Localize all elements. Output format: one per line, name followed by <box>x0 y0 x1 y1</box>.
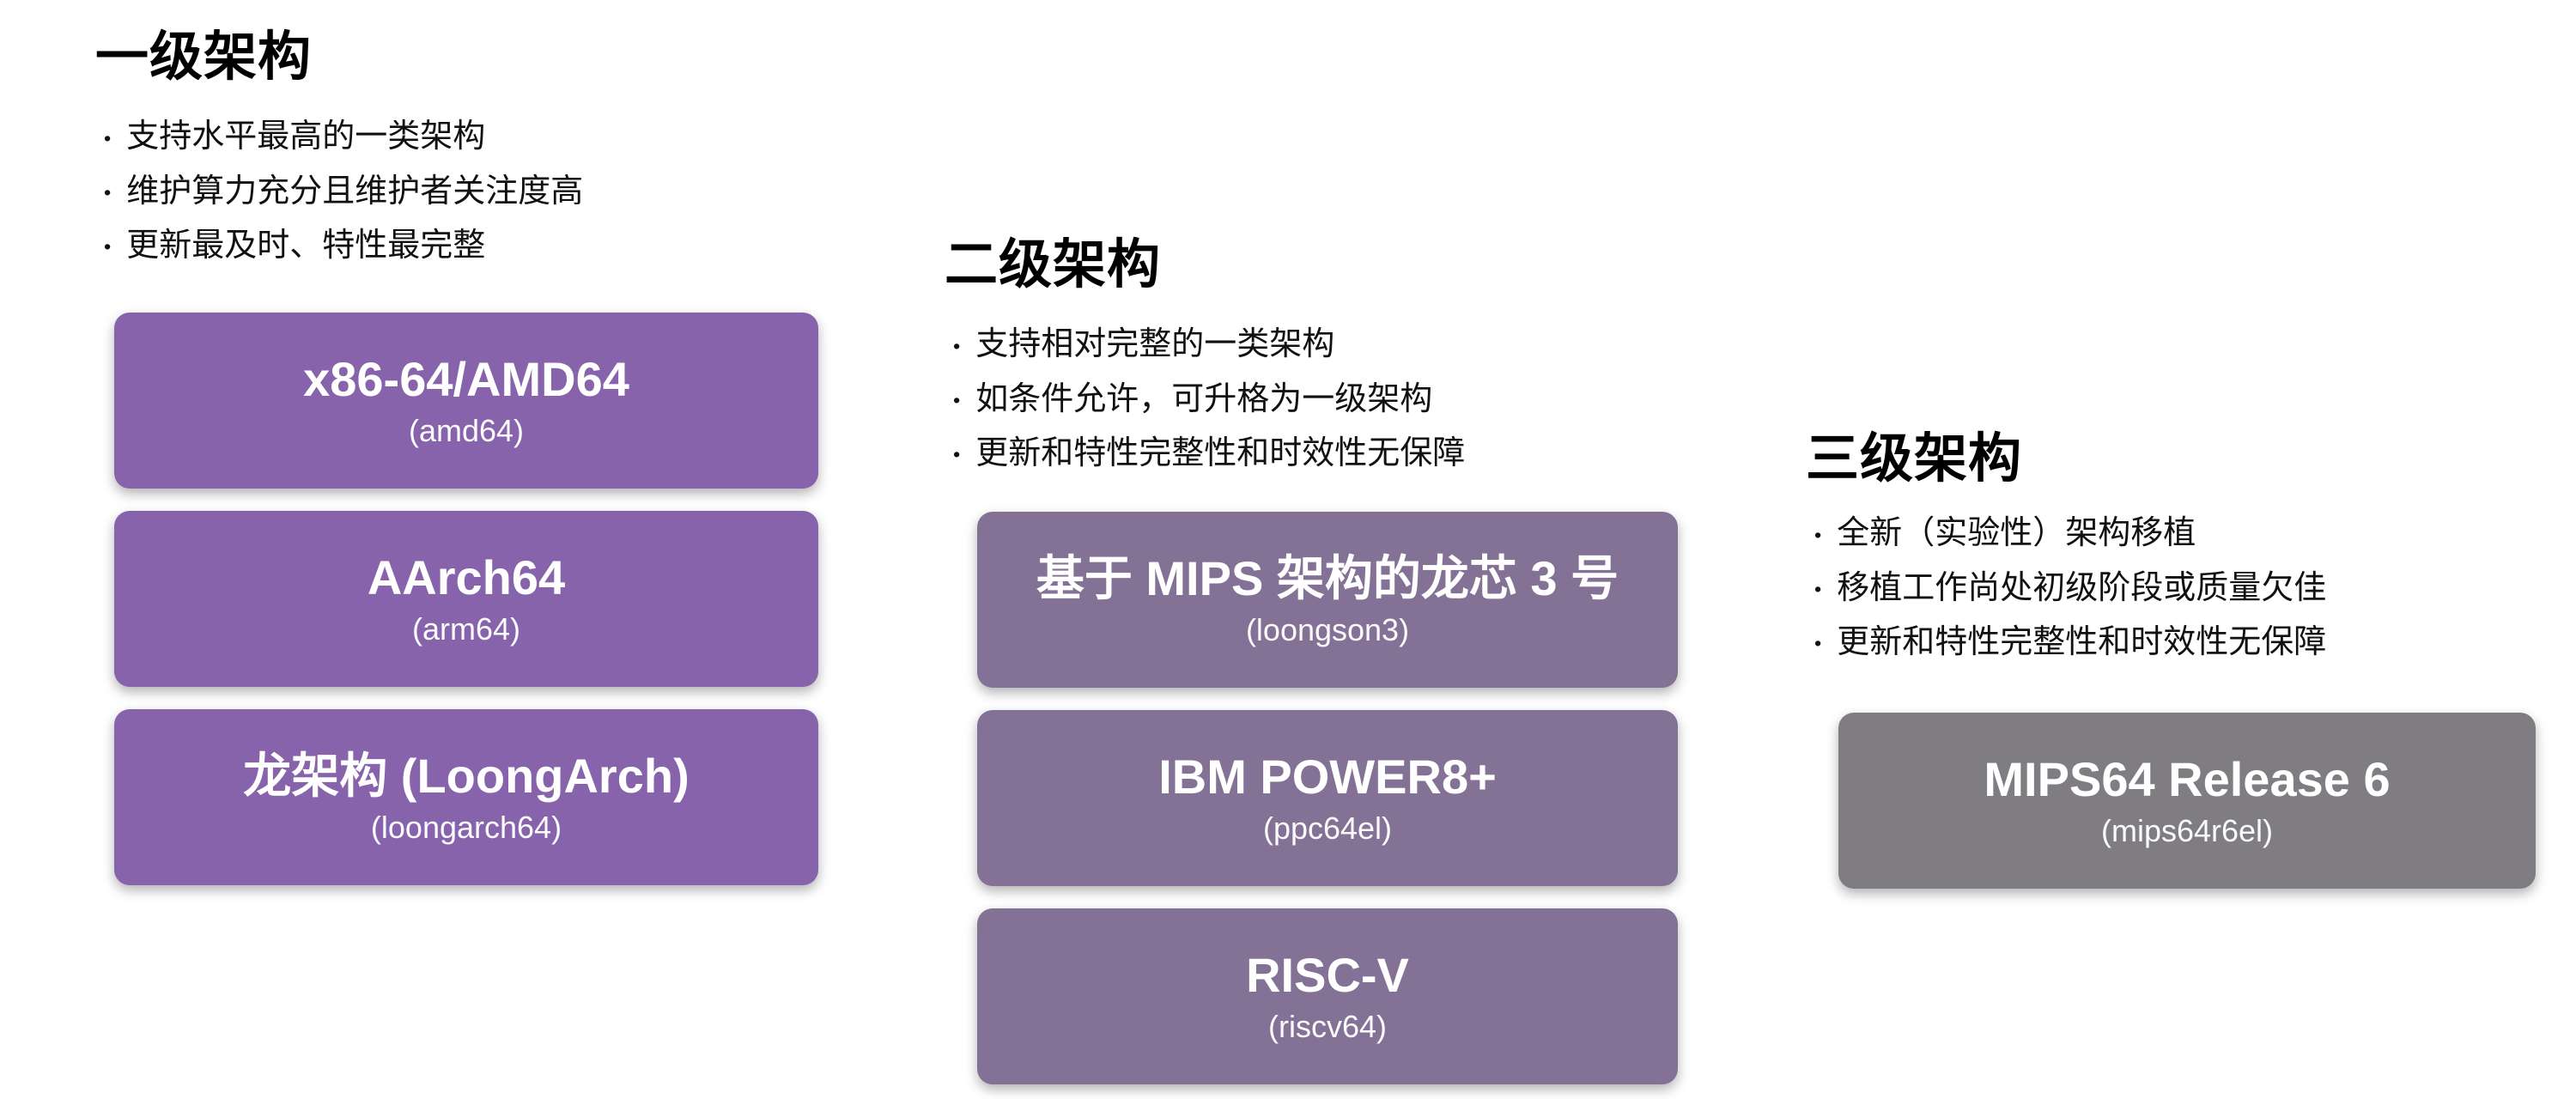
arch-name: AArch64 <box>367 550 566 605</box>
arch-code: (mips64r6el) <box>2100 812 2274 848</box>
tier-2-title: 二级架构 <box>945 235 1162 294</box>
tier-3-boxes: MIPS64 Release 6 (mips64r6el) <box>1838 712 2536 889</box>
arch-code: (loongson3) <box>1245 611 1410 647</box>
arch-code: (arm64) <box>411 610 521 647</box>
tier-1-title: 一级架构 <box>95 27 313 87</box>
bullet-item: 全新（实验性）架构移植 <box>1809 507 2541 561</box>
arch-code: (riscv64) <box>1267 1008 1387 1044</box>
tier-2-boxes: 基于 MIPS 架构的龙芯 3 号 (loongson3) IBM POWER8… <box>977 511 1678 1084</box>
tier-3-bullet-list: 全新（实验性）架构移植 移植工作尚处初级阶段或质量欠佳 更新和特性完整性和时效性… <box>1809 507 2541 670</box>
arch-name: 龙架构 (LoongArch) <box>243 749 690 804</box>
tier-1-bullet-list: 支持水平最高的一类架构 维护算力充分且维护者关注度高 更新最及时、特性最完整 <box>99 110 825 273</box>
arch-name: 基于 MIPS 架构的龙芯 3 号 <box>1036 551 1619 606</box>
arch-box-riscv64: RISC-V (riscv64) <box>977 908 1678 1084</box>
arch-name: IBM POWER8+ <box>1158 750 1497 805</box>
bullet-item: 移植工作尚处初级阶段或质量欠佳 <box>1809 562 2541 616</box>
bullet-item: 如条件允许，可升格为一级架构 <box>948 373 1683 427</box>
tier-3-title: 三级架构 <box>1806 429 2023 489</box>
bullet-item: 支持相对完整的一类架构 <box>948 318 1683 372</box>
arch-box-loongarch64: 龙架构 (LoongArch) (loongarch64) <box>114 708 818 885</box>
bullet-item: 更新最及时、特性最完整 <box>99 219 825 273</box>
arch-name: RISC-V <box>1246 948 1409 1003</box>
arch-code: (ppc64el) <box>1262 810 1393 846</box>
arch-box-mips64r6el: MIPS64 Release 6 (mips64r6el) <box>1838 712 2536 889</box>
arch-box-ppc64el: IBM POWER8+ (ppc64el) <box>977 709 1678 886</box>
tier-3-column: 三级架构 全新（实验性）架构移植 移植工作尚处初级阶段或质量欠佳 更新和特性完整… <box>1806 428 2541 889</box>
arch-box-loongson3: 基于 MIPS 架构的龙芯 3 号 (loongson3) <box>977 511 1678 688</box>
arch-name: x86-64/AMD64 <box>303 352 629 407</box>
bullet-item: 维护算力充分且维护者关注度高 <box>99 165 825 219</box>
bullet-item: 支持水平最高的一类架构 <box>99 110 825 164</box>
bullet-item: 更新和特性完整性和时效性无保障 <box>1809 616 2541 670</box>
tier-2-bullet-list: 支持相对完整的一类架构 如条件允许，可升格为一级架构 更新和特性完整性和时效性无… <box>948 318 1683 481</box>
arch-code: (loongarch64) <box>370 809 562 845</box>
tier-1-column: 一级架构 支持水平最高的一类架构 维护算力充分且维护者关注度高 更新最及时、特性… <box>95 26 825 885</box>
arch-box-amd64: x86-64/AMD64 (amd64) <box>114 312 818 489</box>
tier-1-boxes: x86-64/AMD64 (amd64) AArch64 (arm64) 龙架构… <box>114 312 818 885</box>
arch-code: (amd64) <box>408 412 525 448</box>
arch-name: MIPS64 Release 6 <box>1984 752 2391 807</box>
tier-2-column: 二级架构 支持相对完整的一类架构 如条件允许，可升格为一级架构 更新和特性完整性… <box>945 234 1683 1084</box>
arch-box-arm64: AArch64 (arm64) <box>114 510 818 687</box>
bullet-item: 更新和特性完整性和时效性无保障 <box>948 427 1683 481</box>
